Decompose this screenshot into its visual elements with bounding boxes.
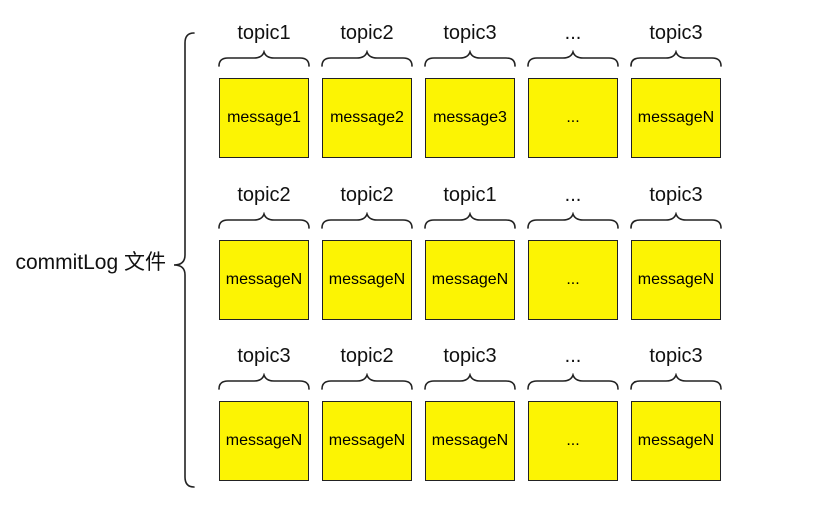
message-box: messageN xyxy=(425,240,515,320)
topic-cell: topic3 messageN xyxy=(630,182,722,320)
topic-cell: ... ... xyxy=(527,343,619,481)
overbrace-icon xyxy=(424,212,516,229)
topic-label: ... xyxy=(564,22,582,44)
overbrace-icon xyxy=(630,373,722,390)
message-box: messageN xyxy=(631,401,721,481)
topic-cell: topic2 messageN xyxy=(321,343,413,481)
message-label: messageN xyxy=(431,271,509,288)
overbrace-icon xyxy=(630,50,722,67)
message-box: message3 xyxy=(425,78,515,158)
message-row: topic3 messageN topic2 messageN topic3 m… xyxy=(218,343,722,481)
message-box: messageN xyxy=(219,240,309,320)
topic-label: topic1 xyxy=(443,184,497,206)
topic-label: topic3 xyxy=(649,22,703,44)
topic-label: topic3 xyxy=(443,345,497,367)
message-box: messageN xyxy=(631,78,721,158)
topic-label: ... xyxy=(564,184,582,206)
overbrace-icon xyxy=(218,212,310,229)
topic-label: topic3 xyxy=(443,22,497,44)
overbrace-icon xyxy=(321,373,413,390)
message-box: ... xyxy=(528,401,618,481)
overbrace-icon xyxy=(527,373,619,390)
topic-cell: ... ... xyxy=(527,20,619,158)
topic-cell: topic3 messageN xyxy=(630,343,722,481)
overbrace-icon xyxy=(321,212,413,229)
message-row: topic2 messageN topic2 messageN topic1 m… xyxy=(218,182,722,320)
overbrace-icon xyxy=(630,212,722,229)
message-label: messageN xyxy=(225,432,303,449)
topic-cell: topic3 messageN xyxy=(424,343,516,481)
message-box: ... xyxy=(528,78,618,158)
overbrace-icon xyxy=(218,50,310,67)
topic-label: ... xyxy=(564,345,582,367)
message-box: ... xyxy=(528,240,618,320)
message-label: messageN xyxy=(637,109,715,126)
left-curly-brace-icon xyxy=(173,32,195,488)
message-box: messageN xyxy=(219,401,309,481)
topic-cell: topic1 message1 xyxy=(218,20,310,158)
topic-label: topic3 xyxy=(649,345,703,367)
message-box: messageN xyxy=(322,240,412,320)
topic-label: topic2 xyxy=(237,184,291,206)
topic-cell: topic2 messageN xyxy=(321,182,413,320)
overbrace-icon xyxy=(424,50,516,67)
message-label: messageN xyxy=(328,432,406,449)
topic-label: topic3 xyxy=(649,184,703,206)
message-label: messageN xyxy=(431,432,509,449)
topic-label: topic2 xyxy=(340,22,394,44)
topic-label: topic1 xyxy=(237,22,291,44)
topic-cell: ... ... xyxy=(527,182,619,320)
topic-label: topic3 xyxy=(237,345,291,367)
topic-label: topic2 xyxy=(340,345,394,367)
message-label: message3 xyxy=(433,109,507,126)
topic-cell: topic3 messageN xyxy=(630,20,722,158)
topic-cell: topic2 messageN xyxy=(218,182,310,320)
message-box: messageN xyxy=(631,240,721,320)
overbrace-icon xyxy=(527,50,619,67)
message-label: ... xyxy=(566,271,580,288)
message-label: ... xyxy=(566,432,580,449)
topic-label: topic2 xyxy=(340,184,394,206)
message-box: messageN xyxy=(425,401,515,481)
message-label: message1 xyxy=(227,109,301,126)
message-box: message2 xyxy=(322,78,412,158)
message-label: ... xyxy=(566,109,580,126)
topic-cell: topic3 messageN xyxy=(218,343,310,481)
message-label: messageN xyxy=(637,271,715,288)
topic-cell: topic3 message3 xyxy=(424,20,516,158)
message-label: messageN xyxy=(225,271,303,288)
message-label: message2 xyxy=(330,109,404,126)
topic-cell: topic1 messageN xyxy=(424,182,516,320)
overbrace-icon xyxy=(321,50,413,67)
message-label: messageN xyxy=(637,432,715,449)
overbrace-icon xyxy=(424,373,516,390)
overbrace-icon xyxy=(218,373,310,390)
message-row: topic1 message1 topic2 message2 topic3 m… xyxy=(218,20,722,158)
message-box: messageN xyxy=(322,401,412,481)
message-box: message1 xyxy=(219,78,309,158)
commitlog-label: commitLog 文件 xyxy=(15,251,166,274)
overbrace-icon xyxy=(527,212,619,229)
message-label: messageN xyxy=(328,271,406,288)
topic-cell: topic2 message2 xyxy=(321,20,413,158)
